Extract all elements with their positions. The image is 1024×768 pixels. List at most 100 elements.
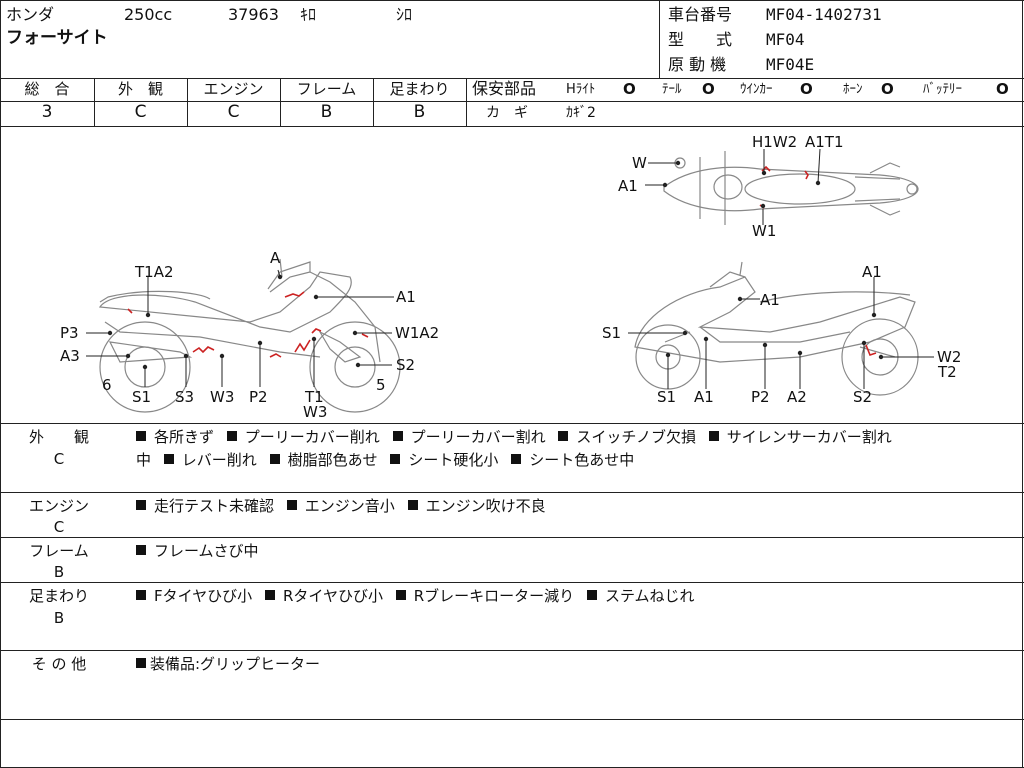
damage-diagram: W A1 H1W2 A1T1 W1 A T1A2 A1 P3 W1A2 A3 S… [60,133,961,421]
diagram-label: W1A2 [395,324,439,342]
diagram-label: H1W2 [752,133,797,151]
grade-total-label: 総 合 [24,80,70,98]
remark-item: Fタイヤひび小 [154,587,253,605]
remark-other-line-1: 装備品:グリップヒーター [136,653,328,675]
safety-battery-mark: O [996,80,1009,98]
grade-exterior-label: 外 観 [117,80,163,98]
remark-suspension-line-1: Fタイヤひび小 Rタイヤひび小 Rブレーキローター減り ステムねじれ [136,585,703,607]
diagram-label: T1A2 [134,263,174,281]
diagram-label: W2 [937,348,961,366]
safety-headlight-mark: O [623,80,636,98]
diagram-label: A [270,249,281,267]
remark-item: レバー削れ [181,451,257,469]
bullet-icon [511,454,522,464]
remark-engine-line-1: 走行テスト未確認 エンジン音小 エンジン吹け不良 [136,495,554,517]
bullet-icon [136,658,146,668]
safety-tail-mark: O [702,80,715,98]
remark-item: 各所きず [154,428,215,446]
remark-item: 樹脂部色あせ [287,451,378,469]
diagram-label: 5 [376,376,386,394]
remark-suspension-grade: B [53,609,65,627]
engine: MF04E [766,55,815,74]
safety-horn-mark: O [881,80,894,98]
bullet-icon [269,454,280,464]
diagram-label: T1 [304,388,324,406]
mileage-unit: ｷﾛ [300,5,317,24]
diagram-label: 6 [102,376,112,394]
mileage-value: 37963 [228,5,279,24]
bullet-icon [390,454,401,464]
type-label: 型 式 [668,30,733,49]
remark-item: スイッチノブ欠損 [576,428,696,446]
remark-exterior-line-2: 中 レバー削れ 樹脂部色あせ シート硬化小 シート色あせ中 [136,449,642,471]
remark-engine-label: エンジン [28,497,89,515]
grade-engine-value: C [227,102,240,122]
grade-frame-value: B [320,102,333,122]
remark-item: プーリーカバー削れ [244,428,380,446]
diagram-label: A3 [60,347,80,365]
remark-frame-grade: B [53,563,65,581]
remark-item: フレームさび中 [154,542,259,560]
diagram-label: W1 [752,222,776,240]
bullet-icon [163,454,174,464]
diagram-label: W3 [303,403,327,421]
remark-item: Rタイヤひび小 [282,587,383,605]
diagram-label: P3 [60,324,79,342]
safety-label: 保安部品 [472,79,537,98]
remark-item: サイレンサーカバー割れ [726,428,892,446]
bullet-icon [226,431,237,441]
remark-frame-label: フレーム [29,542,89,560]
right-view-scooter [634,261,919,396]
remark-suspension-label: 足まわり [28,587,89,605]
diagram-label: S1 [602,324,621,342]
remark-item: シート色あせ中 [529,451,635,469]
frame-no-label: 車台番号 [668,5,733,24]
grade-exterior-value: C [134,102,147,122]
color: ｼﾛ [396,5,413,24]
key-value: ｶｷﾞ2 [566,105,596,121]
remark-item: シート硬化小 [408,451,499,469]
remark-other-label: そ の 他 [31,655,87,673]
maker: ホンダ [6,5,55,24]
model-name: フォーサイト [6,28,108,48]
bullet-icon [136,431,146,441]
diagram-label: T2 [937,363,957,381]
diagram-label: S1 [132,388,151,406]
safety-headlight-label: Hﾗｲﾄ [566,82,596,97]
displacement: 250cc [124,5,173,24]
remark-item: ステムねじれ [604,587,695,605]
bullet-icon [558,431,569,441]
remark-item: エンジン吹け不良 [425,497,546,515]
remark-item: エンジン音小 [304,497,395,515]
diagram-label: A1 [760,291,780,309]
bullet-icon [395,590,406,600]
marker-dots [107,160,884,370]
diagram-label: A1 [694,388,714,406]
bullet-icon [392,431,403,441]
remark-exterior-grade: C [53,450,65,468]
safety-horn-label: ﾎｰﾝ [843,82,863,97]
grade-suspension-label: 足まわり [389,80,450,98]
bullet-icon [136,545,146,555]
diagram-label: A2 [787,388,807,406]
damage-marks [127,165,877,358]
diagram-label: S3 [175,388,194,406]
safety-winker-mark: O [800,80,813,98]
bullet-icon [264,590,275,600]
type: MF04 [766,30,805,49]
diagram-label: S1 [657,388,676,406]
top-view-scooter [663,151,919,225]
engine-label: 原 動 機 [668,55,727,74]
remark-exterior-label: 外 観 [28,428,89,446]
grade-engine-label: エンジン [203,80,264,98]
bullet-icon [136,500,146,510]
remark-engine-grade: C [53,518,65,536]
remark-item: 中 [136,451,152,469]
diagram-label: A1 [618,177,638,195]
remark-item: 走行テスト未確認 [154,497,275,515]
leader-lines [86,148,934,389]
diagram-label: A1 [396,288,416,306]
bullet-icon [407,500,418,510]
remark-item: Rブレーキローター減り [413,587,575,605]
grade-total-value: 3 [41,102,53,122]
